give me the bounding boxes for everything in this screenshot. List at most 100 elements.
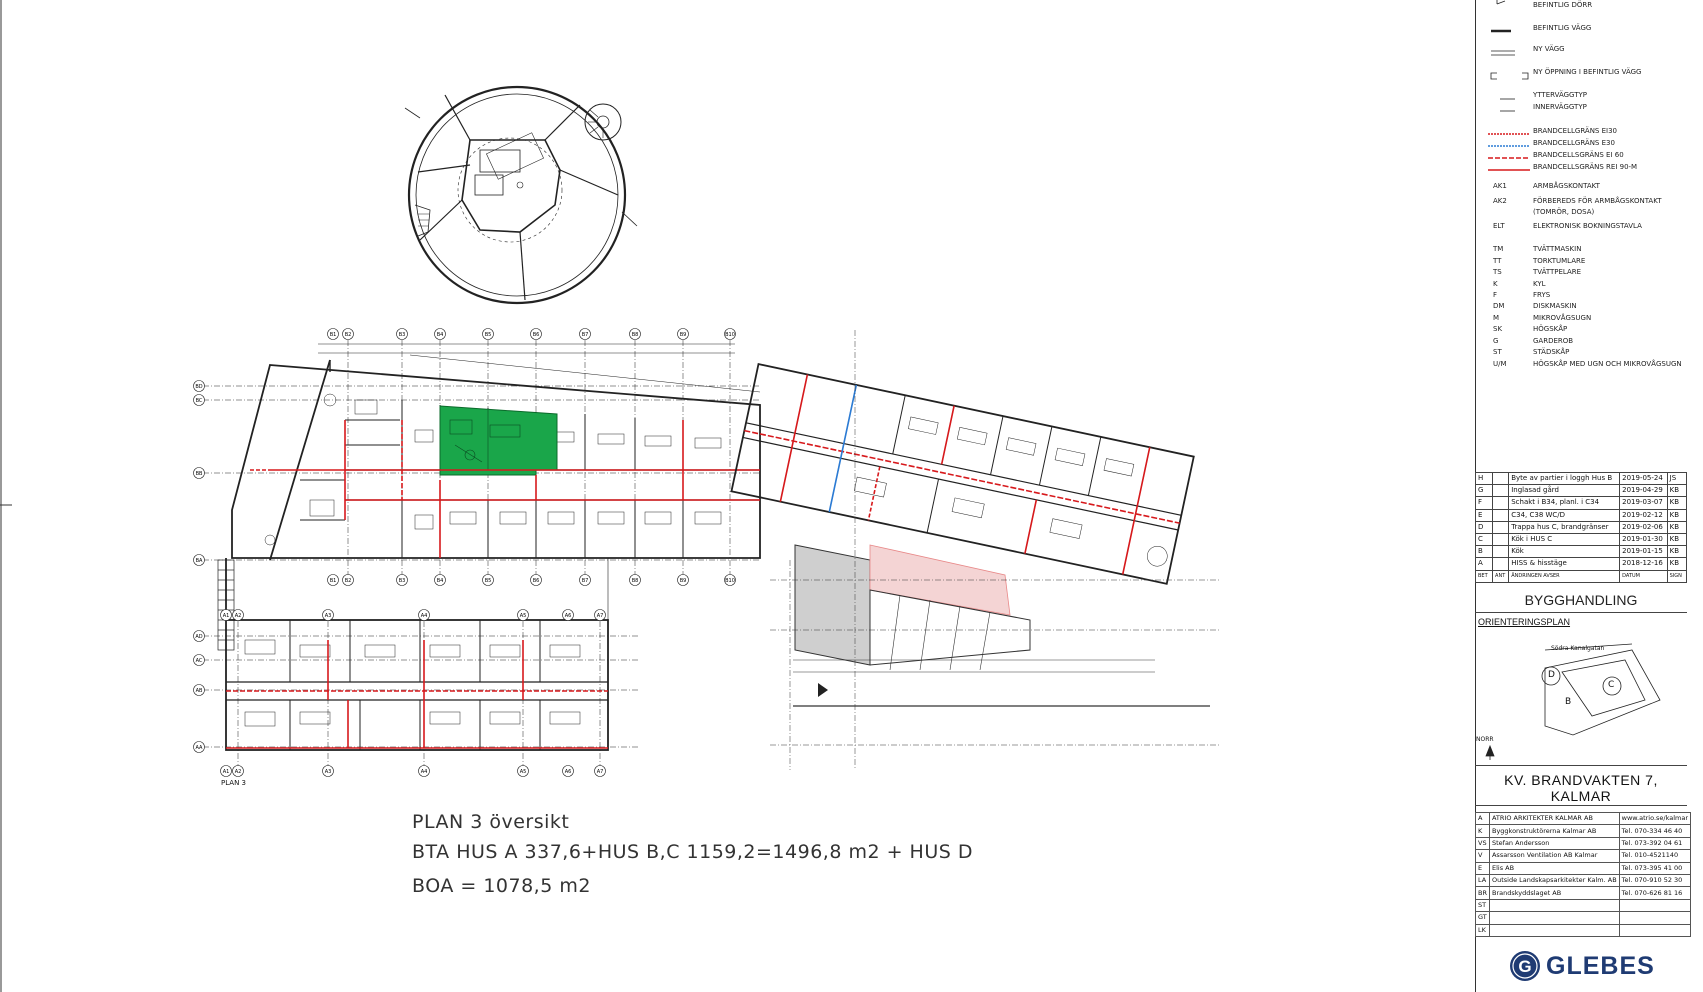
table-cell: Trappa hus C, brandgränser	[1508, 520, 1621, 534]
table-cell	[1492, 557, 1510, 571]
building-c-label: C	[1608, 680, 1615, 690]
north-label: NORR	[1476, 736, 1494, 743]
table-cell: 2019-05-24	[1619, 471, 1668, 486]
svg-text:A4: A4	[421, 613, 428, 619]
legend-item: BRANDCELLGRÄNS E30	[1533, 139, 1615, 147]
courtyard	[793, 544, 1210, 707]
hus-c-plan	[730, 363, 1195, 585]
table-cell: Elis AB	[1488, 861, 1620, 875]
table-cell	[1488, 923, 1620, 937]
table-cell: Byggkonstruktörerna Kalmar AB	[1488, 824, 1620, 838]
table-cell: 2019-02-06	[1619, 520, 1668, 534]
svg-text:AD: AD	[195, 634, 202, 640]
abbreviation-text: DISKMASKIN	[1533, 302, 1577, 310]
svg-text:A7: A7	[597, 769, 604, 775]
table-cell: Byte av partier i loggh Hus B	[1508, 471, 1621, 486]
table-cell: LK	[1475, 923, 1490, 937]
table-cell: KB	[1666, 545, 1688, 559]
svg-text:BA: BA	[196, 558, 203, 564]
grid-bubble: B7	[579, 328, 591, 340]
svg-text:B9: B9	[680, 578, 687, 584]
svg-text:A2: A2	[235, 769, 242, 775]
grid-bubble: B5	[482, 574, 494, 586]
abbreviation-code: G	[1493, 337, 1499, 345]
table-cell: Brandskyddslaget AB	[1488, 886, 1620, 900]
grid-bubble: A7	[594, 765, 606, 777]
svg-text:A5: A5	[520, 769, 527, 775]
table-cell: Schakt i B34, planl. i C34	[1508, 496, 1621, 510]
bta-summary: BTA HUS A 337,6+HUS B,C 1159,2=1496,8 m2…	[412, 841, 973, 863]
fire-cell-boundaries	[250, 420, 760, 558]
plan-title: PLAN 3 översikt	[412, 811, 570, 833]
hus-a-plan	[203, 610, 640, 770]
svg-text:B10: B10	[725, 578, 735, 584]
svg-text:A3: A3	[325, 769, 332, 775]
grid-bubble: B9	[677, 574, 689, 586]
svg-text:A6: A6	[565, 613, 572, 619]
grid-bubble: B8	[629, 574, 641, 586]
table-cell: KB	[1666, 508, 1688, 522]
svg-text:B3: B3	[399, 578, 406, 584]
table-cell	[1618, 923, 1692, 937]
grid-bubble: B3	[396, 574, 408, 586]
consultant-row: LK	[1475, 923, 1692, 937]
svg-text:G: G	[1518, 957, 1531, 976]
plan-label: PLAN 3	[221, 779, 246, 787]
grid-bubble: AC	[193, 654, 205, 666]
table-cell: 2019-03-07	[1619, 496, 1668, 510]
glebes-g-icon: G	[1510, 951, 1540, 981]
abbreviation-text: FRYS	[1533, 291, 1551, 299]
grid-bubble: BC	[193, 394, 205, 406]
svg-text:A3: A3	[325, 613, 332, 619]
grid-bubble: A1	[220, 609, 232, 621]
table-cell: VS	[1475, 836, 1490, 851]
grid-bubble: B2	[342, 574, 354, 586]
grid-bubble: A7	[594, 609, 606, 621]
building-d-label: D	[1548, 670, 1555, 680]
table-cell: Tel. 070-334 46 40	[1618, 824, 1692, 838]
tower-floor-plan	[404, 85, 638, 305]
table-cell	[1492, 496, 1510, 510]
table-cell: V	[1475, 849, 1490, 863]
table-cell: KB	[1666, 496, 1688, 510]
abbreviation-code: TS	[1493, 268, 1502, 276]
table-cell: 2019-01-30	[1619, 532, 1668, 547]
grid-bubble: A5	[517, 609, 529, 621]
svg-text:B1: B1	[330, 578, 337, 584]
table-cell: ANT	[1492, 569, 1510, 583]
table-cell: Kök	[1508, 545, 1621, 559]
legend-item: INNERVÄGGTYP	[1533, 103, 1587, 111]
svg-text:B2: B2	[345, 332, 352, 338]
abbreviation-text: STÄDSKÅP	[1533, 348, 1570, 356]
grid-bubble: B9	[677, 328, 689, 340]
abbreviation-text: TORKTUMLARE	[1533, 257, 1586, 265]
table-cell: SIGN	[1666, 569, 1688, 583]
table-cell: C34, C38 WC/D	[1508, 508, 1621, 522]
grid-bubble: A3	[322, 765, 334, 777]
table-cell: BR	[1475, 886, 1490, 900]
table-cell	[1492, 508, 1510, 522]
svg-text:A2: A2	[235, 613, 242, 619]
grid-bubble: B4	[434, 328, 446, 340]
svg-text:BD: BD	[195, 384, 202, 390]
table-cell: E	[1474, 508, 1494, 522]
grid-bubble: BA	[193, 554, 205, 566]
table-cell	[1618, 911, 1692, 925]
table-cell: www.atrio.se/kalmar	[1618, 811, 1692, 826]
table-cell: A	[1475, 811, 1490, 826]
table-cell: C	[1474, 532, 1494, 547]
grid-bubble: B2	[342, 328, 354, 340]
table-cell: Outside Landskapsarkitekter Kalm. AB	[1488, 873, 1620, 888]
table-cell: ATRIO ARKITEKTER KALMAR AB	[1488, 811, 1620, 826]
grid-bubble: A6	[562, 765, 574, 777]
abbreviation-text: TVÄTTPELARE	[1533, 268, 1582, 276]
